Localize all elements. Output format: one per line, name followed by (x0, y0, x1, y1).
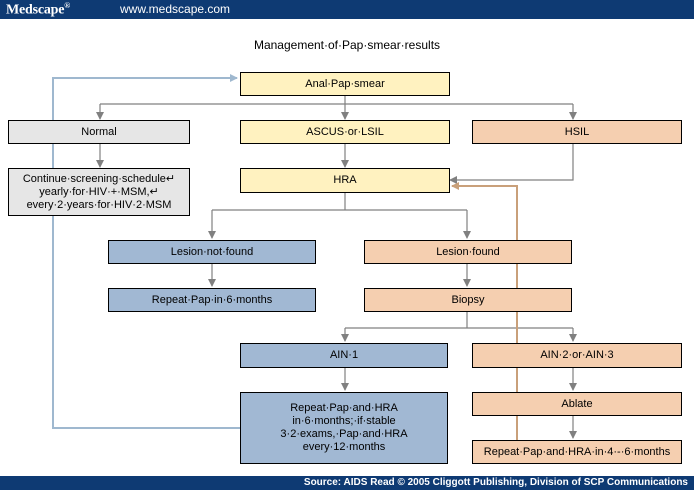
logo-text: Medscape (6, 2, 65, 18)
normal-box: Normal (8, 120, 190, 144)
header-bar: Medscape® www.medscape.com (0, 0, 694, 19)
continue-screening-box: Continue·screening·schedule↵ yearly·for·… (8, 168, 190, 216)
arrow-hsil-to-hra (449, 144, 574, 184)
ain2-ain3-box: AIN·2·or·AIN·3 (472, 343, 682, 368)
ascus-lsil-box: ASCUS·or·LSIL (240, 120, 450, 144)
loop-back-to-anal-pap (52, 74, 240, 429)
medscape-logo[interactable]: Medscape® (6, 1, 70, 19)
footer-bar: Source: AIDS Read © 2005 Cliggott Publis… (0, 476, 694, 490)
source-credit: Source: AIDS Read © 2005 Cliggott Publis… (303, 477, 688, 488)
anal-pap-smear-box: Anal·Pap·smear (240, 72, 450, 96)
site-url-link[interactable]: www.medscape.com (120, 2, 231, 16)
hra-box: HRA (240, 168, 450, 193)
repeat-pap-4-6-months-box: Repeat·Pap·and·HRA·in·4·-·6·months (472, 440, 682, 464)
ain1-box: AIN·1 (240, 343, 448, 368)
diagram-title: Management·of·Pap·smear·results (253, 38, 441, 52)
registered-mark: ® (64, 1, 71, 10)
ablate-box: Ablate (472, 392, 682, 416)
hsil-box: HSIL (472, 120, 682, 144)
lesion-not-found-box: Lesion·not·found (108, 240, 316, 264)
biopsy-box: Biopsy (364, 288, 572, 312)
repeat-pap-6-months-box: Repeat·Pap·in·6·months (108, 288, 316, 312)
lesion-found-box: Lesion·found (364, 240, 572, 264)
repeat-pap-hra-box: Repeat·Pap·and·HRA in·6·months;·if·stabl… (240, 392, 448, 464)
